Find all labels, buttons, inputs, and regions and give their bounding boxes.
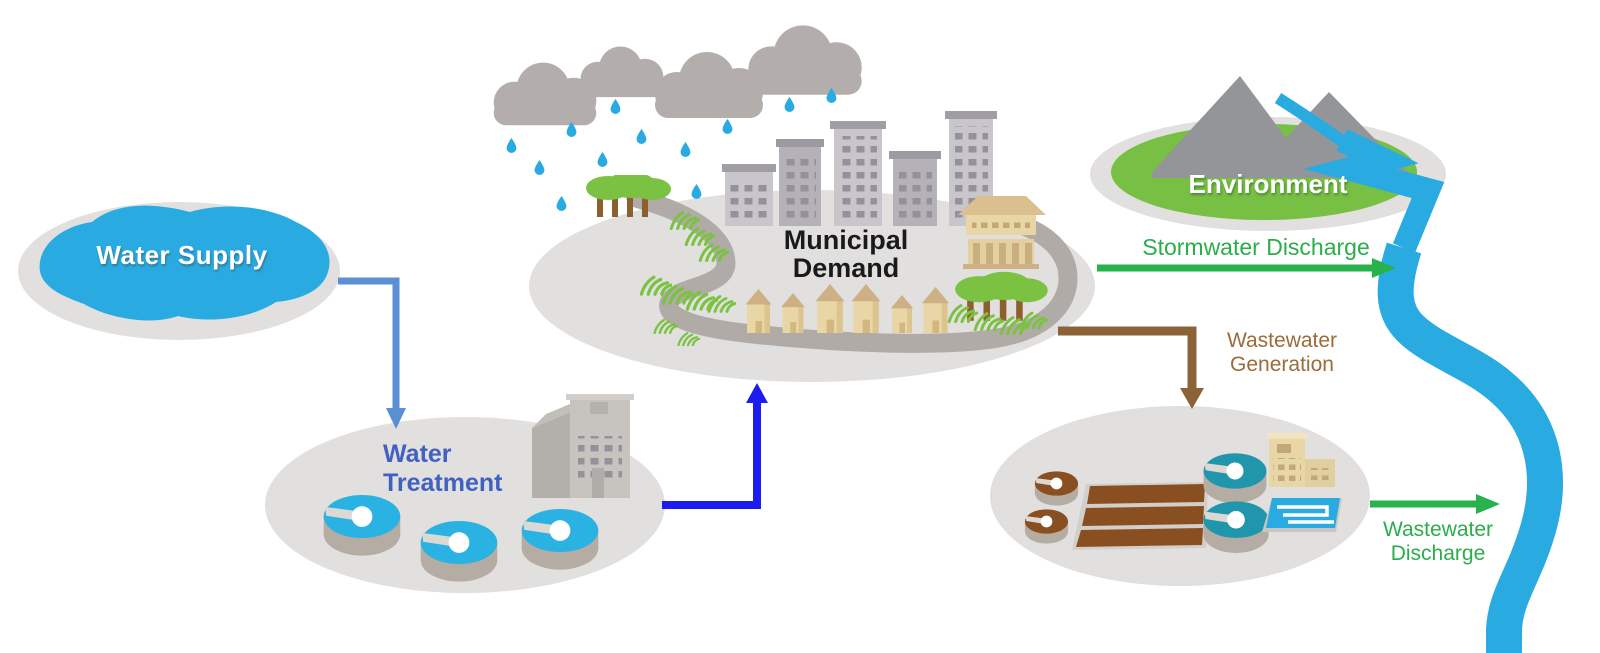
plant-building-icon bbox=[1267, 433, 1335, 487]
water-treatment-scene bbox=[323, 394, 634, 582]
building-3 bbox=[830, 121, 886, 226]
building-4 bbox=[889, 151, 941, 226]
wastewater-discharge-label-line2: Discharge bbox=[1390, 542, 1486, 566]
aeration-basin-icon bbox=[1072, 482, 1208, 550]
river-rapids bbox=[1303, 129, 1445, 253]
wastewater-generation-label-line2: Generation bbox=[1230, 353, 1334, 377]
secondary-clarifier-icon bbox=[1203, 501, 1269, 553]
water-treatment-label: Water Treatment bbox=[383, 440, 502, 498]
city-buildings-icon bbox=[722, 111, 997, 226]
cloud-icon bbox=[493, 62, 597, 126]
supply-to-treatment-arrow bbox=[338, 277, 406, 429]
clarifier-tank-icon bbox=[420, 520, 498, 582]
wastewater-discharge-arrow bbox=[1370, 494, 1500, 514]
municipal-demand-scene bbox=[586, 111, 1078, 353]
wastewater-discharge-label: Wastewater Discharge bbox=[1353, 518, 1523, 566]
chlorine-contact-tank-icon bbox=[1262, 498, 1342, 532]
water-treatment-label-line1: Water bbox=[383, 440, 452, 468]
wastewater-plant-scene bbox=[1024, 433, 1342, 553]
municipal-demand-label: Municipal Demand bbox=[732, 226, 960, 283]
water-supply-label: Water Supply bbox=[96, 240, 268, 270]
municipal-demand-label-line2: Demand bbox=[792, 253, 900, 284]
road-icon bbox=[626, 188, 1078, 353]
clarifier-tank-icon bbox=[323, 494, 401, 556]
civic-building-icon bbox=[958, 196, 1046, 269]
building-2 bbox=[776, 139, 824, 226]
wastewater-discharge-label-line1: Wastewater bbox=[1382, 518, 1494, 541]
treatment-building-icon bbox=[532, 394, 634, 498]
wastewater-generation-arrow bbox=[1058, 326, 1204, 409]
treatment-to-demand-arrow bbox=[662, 383, 768, 509]
stormwater-discharge-label: Stormwater Discharge bbox=[1142, 234, 1370, 260]
wastewater-generation-label-line1: Wastewater bbox=[1226, 329, 1338, 352]
clarifier-tank-icon bbox=[521, 508, 599, 570]
stormwater-discharge-arrow bbox=[1097, 258, 1396, 278]
river-headwater bbox=[1274, 92, 1350, 149]
cloud-icon bbox=[580, 46, 664, 98]
cloud-icon bbox=[655, 52, 763, 118]
municipal-demand-label-line1: Municipal bbox=[783, 225, 909, 255]
sludge-tank-icon bbox=[1024, 509, 1069, 544]
lake-icon bbox=[39, 205, 330, 321]
river-main bbox=[1377, 242, 1564, 653]
sludge-tank-icon bbox=[1034, 471, 1079, 506]
river bbox=[1303, 129, 1564, 653]
water-treatment-label-line2: Treatment bbox=[383, 468, 503, 497]
building-1 bbox=[722, 164, 776, 226]
secondary-clarifier-icon bbox=[1203, 453, 1267, 504]
cloud-icon bbox=[748, 25, 862, 95]
wastewater-generation-label: Wastewater Generation bbox=[1192, 329, 1372, 377]
environment-label: Environment bbox=[1188, 169, 1348, 199]
